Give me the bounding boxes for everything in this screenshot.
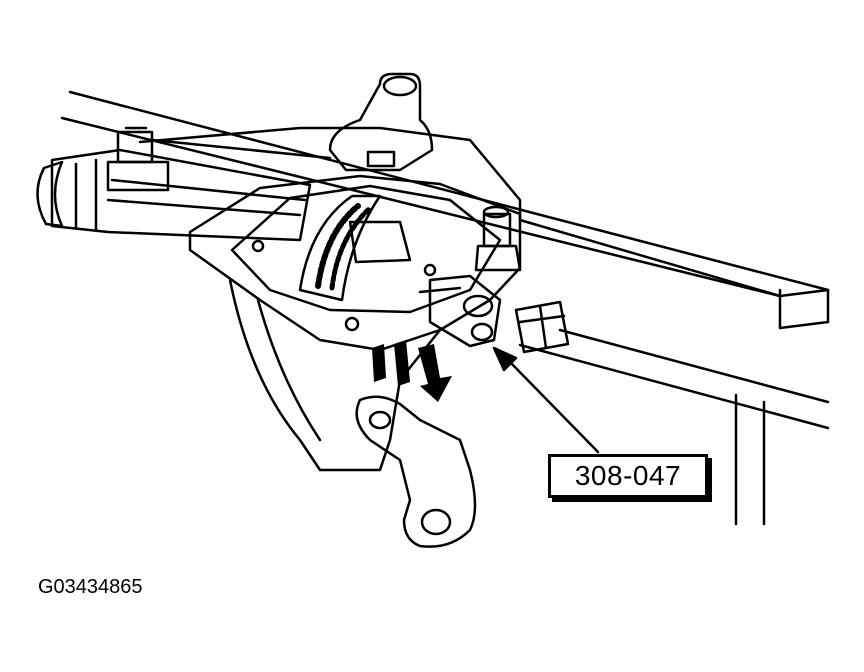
direction-arrows	[372, 340, 452, 402]
right-bolts	[474, 205, 522, 272]
special-tool	[418, 274, 502, 348]
figure-id: G03434865	[38, 576, 143, 598]
drive-shaft	[514, 300, 570, 354]
callout-leader	[492, 346, 600, 454]
tool-number-label: 308-047	[574, 460, 682, 491]
left-bracket	[106, 126, 332, 192]
frame-rails	[60, 90, 830, 526]
axle-tube	[36, 148, 312, 242]
crossmember	[138, 72, 522, 222]
pinion-arm	[355, 395, 477, 548]
tool-number-callout: 308-047	[548, 454, 708, 498]
